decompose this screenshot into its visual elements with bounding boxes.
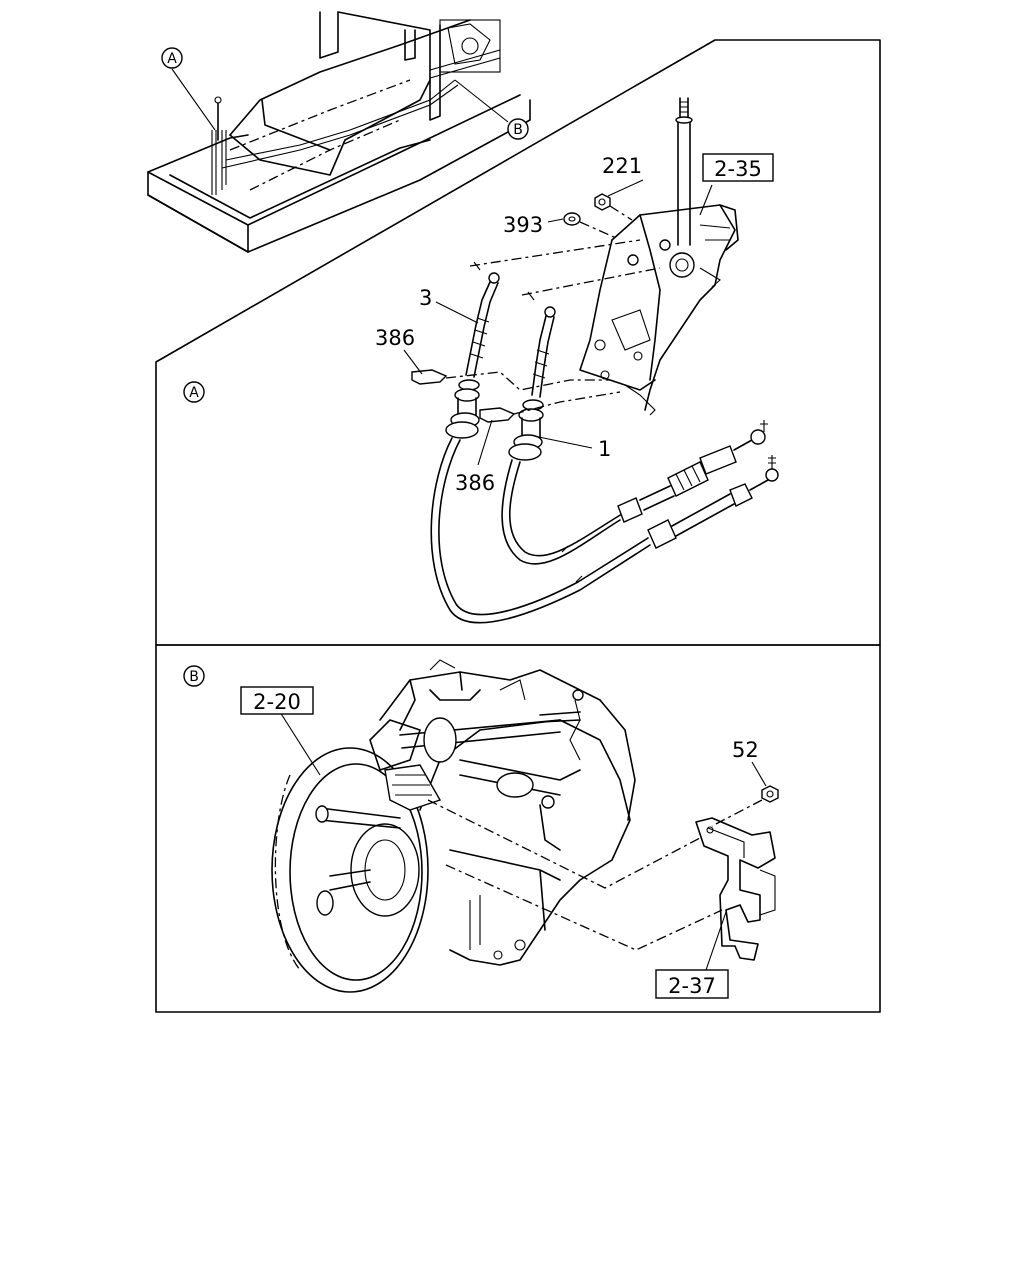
svg-text:2-37: 2-37 — [668, 974, 716, 998]
leader-2-35 — [699, 184, 713, 216]
leader-52-dash — [711, 799, 763, 827]
circle-a-label: A — [167, 51, 177, 67]
detail-b-marker: B — [183, 665, 205, 687]
callout-1: 1 — [598, 437, 611, 461]
leader-221 — [607, 179, 644, 197]
cable-1-end — [508, 306, 556, 461]
svg-text:2-20: 2-20 — [253, 690, 301, 714]
leader-52 — [751, 761, 767, 787]
clip-386-upper — [411, 369, 448, 385]
leader-393-dash — [579, 221, 617, 239]
ref-2-37: 2-37 — [655, 969, 729, 999]
leader-386-upper — [403, 349, 423, 375]
callout-circle-a-overview: A — [161, 47, 183, 69]
callout-3: 3 — [419, 286, 432, 310]
guide-line-lower — [445, 864, 723, 951]
svg-text:B: B — [189, 669, 199, 685]
guide-line-upper — [427, 799, 701, 889]
shift-lever-bracket — [579, 97, 739, 416]
detail-a-frame — [155, 39, 881, 646]
nut-221 — [594, 193, 611, 211]
leader-221-dash — [609, 205, 633, 221]
leader-a-overview — [171, 68, 216, 131]
leader-1 — [533, 435, 593, 449]
callout-circle-b-overview: B — [507, 118, 529, 140]
washer-393 — [563, 212, 581, 226]
leader-3 — [435, 301, 479, 324]
chassis-overview — [147, 11, 531, 253]
circle-b-label: B — [513, 122, 523, 138]
cable-3-end — [445, 272, 500, 439]
clip-line-lower — [513, 391, 621, 415]
leader-2-20 — [279, 711, 321, 776]
callout-221: 221 — [602, 154, 642, 178]
bracket-2-37 — [695, 817, 776, 961]
callout-386-lower: 386 — [455, 471, 495, 495]
leader-386-lower — [477, 419, 493, 466]
cable-runs — [430, 420, 779, 624]
callout-386-upper: 386 — [375, 326, 415, 350]
detail-b-frame — [155, 644, 881, 1013]
svg-text:A: A — [189, 385, 199, 401]
leader-393 — [547, 218, 564, 223]
ref-2-20: 2-20 — [240, 686, 314, 715]
detail-a-marker: A — [183, 381, 205, 403]
ref-2-35: 2-35 — [702, 153, 774, 182]
pin-line-lower — [521, 267, 661, 296]
pin-line-upper — [469, 239, 641, 267]
callout-393: 393 — [503, 213, 543, 237]
nut-52 — [761, 785, 779, 803]
svg-text:2-35: 2-35 — [714, 157, 762, 181]
leader-2-37 — [705, 911, 727, 971]
callout-52: 52 — [732, 738, 759, 762]
transmission-assembly — [271, 659, 636, 993]
clip-line-upper — [445, 371, 610, 391]
leader-b-overview — [454, 79, 509, 123]
clip-386-lower — [479, 407, 516, 423]
